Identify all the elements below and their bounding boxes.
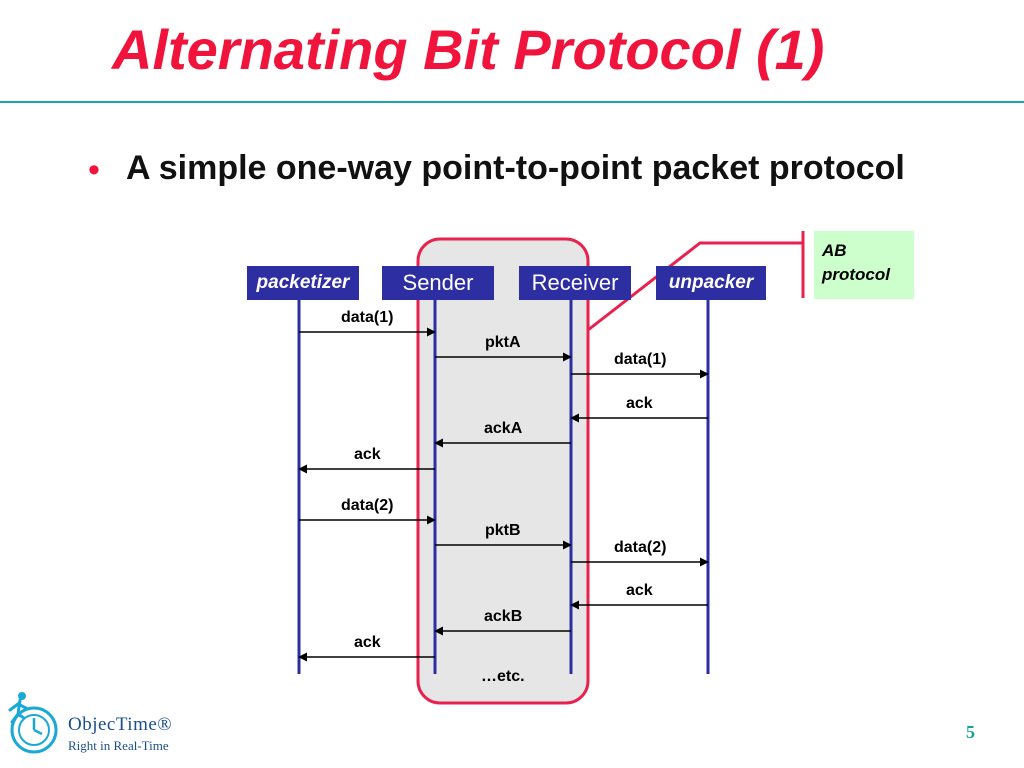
message-label-12: ack bbox=[354, 634, 381, 651]
callout-line-1: AB bbox=[822, 241, 847, 260]
title-divider bbox=[0, 101, 1024, 103]
message-label-5: ackA bbox=[484, 420, 523, 437]
message-label-2: pktA bbox=[485, 334, 521, 351]
actor-header-packetizer: packetizer bbox=[247, 266, 359, 300]
brand-name: ObjecTime® bbox=[68, 714, 173, 735]
message-label-8: pktB bbox=[485, 522, 521, 539]
message-label-4: ack bbox=[626, 395, 653, 412]
bullet-text: A simple one-way point-to-point packet p… bbox=[126, 149, 905, 187]
message-label-1: data(1) bbox=[341, 309, 394, 326]
message-label-9: data(2) bbox=[614, 539, 667, 556]
brand-tagline: Right in Real-Time bbox=[68, 738, 169, 753]
ab-protocol-callout: AB protocol bbox=[814, 231, 914, 299]
actor-header-unpacker: unpacker bbox=[656, 266, 766, 300]
actor-header-receiver: Receiver bbox=[519, 266, 631, 300]
message-label-7: data(2) bbox=[341, 497, 394, 514]
message-label-10: ack bbox=[626, 582, 653, 599]
stopwatch-figure-icon bbox=[8, 692, 58, 754]
message-label-3: data(1) bbox=[614, 351, 667, 368]
callout-line-2: protocol bbox=[822, 265, 890, 284]
actor-header-sender: Sender bbox=[382, 266, 494, 300]
ab-protocol-boundary bbox=[416, 237, 590, 705]
callout-connector-line bbox=[587, 241, 803, 332]
etc-note: …etc. bbox=[481, 668, 525, 685]
slide-title: Alternating Bit Protocol (1) bbox=[112, 18, 825, 81]
bullet-marker: • bbox=[88, 151, 100, 189]
page-number: 5 bbox=[966, 722, 975, 742]
message-label-11: ackB bbox=[484, 608, 523, 625]
message-label-6: ack bbox=[354, 446, 381, 463]
